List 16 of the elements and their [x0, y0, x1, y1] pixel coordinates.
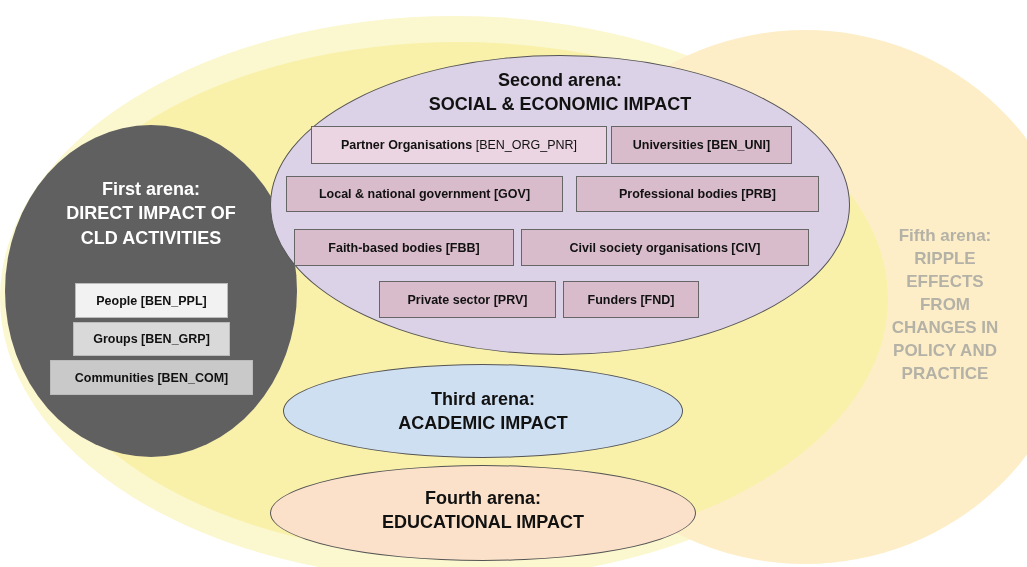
- category-box: People [BEN_PPL]: [75, 283, 228, 318]
- category-box: Universities [BEN_UNI]: [611, 126, 792, 164]
- arena-heading: Second arena: SOCIAL & ECONOMIC IMPACT: [427, 69, 693, 117]
- arena-heading: Fifth arena: RIPPLE EFFECTS FROM CHANGES IN POLICY AND PRACTICE: [890, 225, 1000, 385]
- category-box: Funders [FND]: [563, 281, 699, 318]
- category-box: Private sector [PRV]: [379, 281, 556, 318]
- category-box: Civil society organisations [CIV]: [521, 229, 809, 266]
- arena-heading: Fourth arena: EDUCATIONAL IMPACT: [381, 487, 585, 535]
- arena-heading: First arena: DIRECT IMPACT OF CLD ACTIVITIES: [65, 178, 237, 250]
- arena-heading: Third arena: ACADEMIC IMPACT: [397, 388, 569, 436]
- category-box: Local & national government [GOV]: [286, 176, 563, 212]
- category-box: Faith-based bodies [FBB]: [294, 229, 514, 266]
- category-box: Communities [BEN_COM]: [50, 360, 253, 395]
- category-box: Partner Organisations [BEN_ORG_PNR]: [311, 126, 607, 164]
- category-box: Professional bodies [PRB]: [576, 176, 819, 212]
- category-box: Groups [BEN_GRP]: [73, 322, 230, 356]
